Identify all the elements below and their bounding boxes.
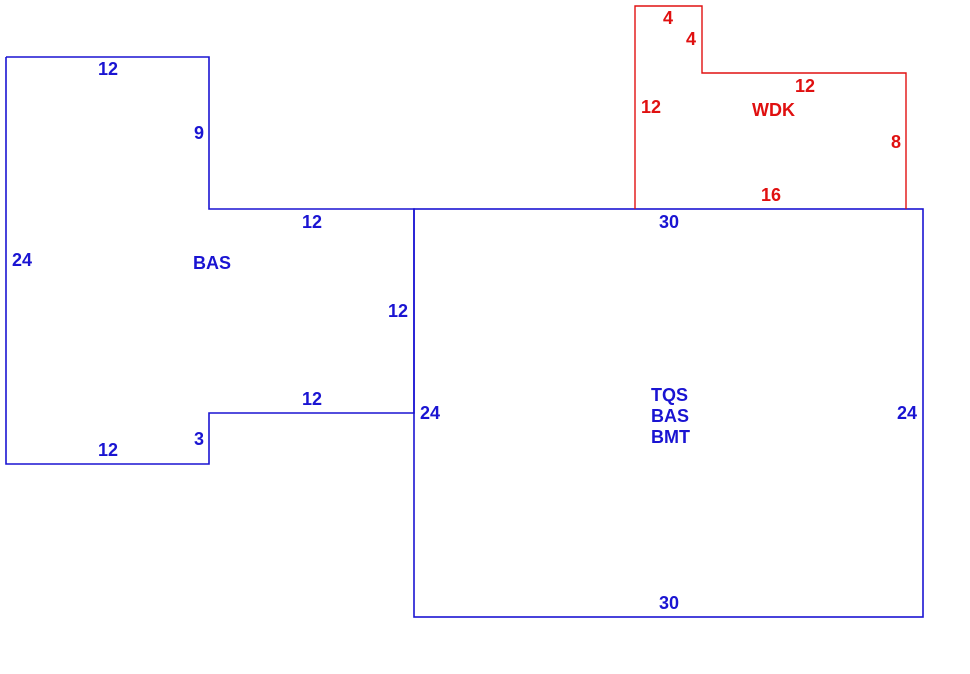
dim-main-right: 24 xyxy=(897,403,917,423)
dim-left-side: 24 xyxy=(12,250,32,270)
dim-deck-step: 4 xyxy=(686,29,696,49)
dim-deck-bottom: 16 xyxy=(761,185,781,205)
dim-left-inner-top: 12 xyxy=(302,212,322,232)
dim-deck-top: 4 xyxy=(663,8,673,28)
dim-left-right-lower: 3 xyxy=(194,429,204,449)
dim-deck-left: 12 xyxy=(641,97,661,117)
area-label-bmt: BMT xyxy=(651,427,690,447)
dim-left-inner-right: 12 xyxy=(388,301,408,321)
area-label-wdk: WDK xyxy=(752,100,795,120)
area-label-left-bas: BAS xyxy=(193,253,231,273)
dim-main-left: 24 xyxy=(420,403,440,423)
dim-left-right-upper: 9 xyxy=(194,123,204,143)
area-label-bas: BAS xyxy=(651,406,689,426)
dim-left-bottom: 12 xyxy=(98,440,118,460)
dim-deck-upper-right: 12 xyxy=(795,76,815,96)
dim-left-inner-bottom: 12 xyxy=(302,389,322,409)
dim-deck-right: 8 xyxy=(891,132,901,152)
main-block-outline xyxy=(413,208,924,618)
dim-main-top: 30 xyxy=(659,212,679,232)
area-label-tqs: TQS xyxy=(651,385,688,405)
dim-main-bottom: 30 xyxy=(659,593,679,613)
dim-left-top: 12 xyxy=(98,59,118,79)
wood-deck-outline xyxy=(634,5,907,209)
